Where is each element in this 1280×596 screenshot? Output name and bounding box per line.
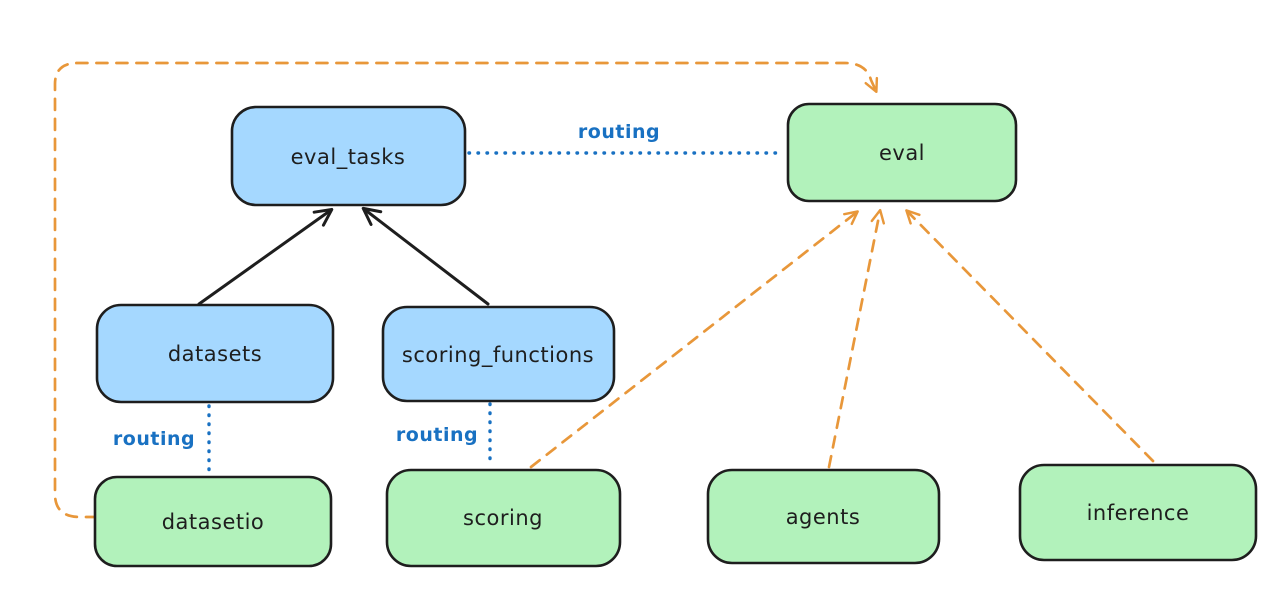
edge-datasetio-to-eval — [53, 61, 879, 519]
node-inference: inference — [1018, 463, 1258, 562]
node-datasets: datasets — [95, 303, 335, 404]
node-inference-box — [1018, 463, 1258, 562]
node-eval-tasks-box — [230, 105, 467, 207]
routing-label-scoring-functions-scoring: routing — [396, 424, 478, 446]
node-scoring-functions: scoring_functions — [381, 305, 616, 403]
node-scoring-box — [385, 468, 622, 568]
node-eval: eval — [786, 102, 1018, 203]
routing-label-eval-tasks-eval: routing — [578, 121, 660, 143]
node-eval-tasks: eval_tasks — [230, 105, 467, 207]
edge-scoring-functions-to-eval-tasks — [361, 206, 490, 306]
node-eval-tasks-label: eval_tasks — [291, 145, 406, 170]
node-eval-label: eval — [879, 141, 925, 165]
edge-datasets-to-eval-tasks — [197, 207, 334, 306]
edge-inference-to-eval — [905, 209, 1155, 463]
node-agents-label: agents — [786, 505, 861, 529]
edge-scoring-to-eval — [529, 210, 859, 469]
node-datasetio-label: datasetio — [162, 510, 265, 534]
node-datasets-label: datasets — [168, 342, 262, 366]
edge-agents-to-eval — [827, 208, 886, 469]
edges: routing routing routing — [53, 61, 1155, 519]
nodes: eval_tasks eval datasets scoring_functio… — [93, 102, 1258, 568]
node-scoring: scoring — [385, 468, 622, 568]
node-eval-box — [786, 102, 1018, 203]
node-datasetio: datasetio — [93, 475, 333, 568]
node-datasetio-box — [93, 475, 333, 568]
node-agents-box — [706, 468, 941, 565]
node-scoring-functions-label: scoring_functions — [402, 343, 594, 368]
node-inference-label: inference — [1087, 501, 1190, 525]
node-datasets-box — [95, 303, 335, 404]
node-scoring-functions-box — [381, 305, 616, 403]
node-scoring-label: scoring — [463, 506, 543, 530]
node-agents: agents — [706, 468, 941, 565]
routing-label-datasets-datasetio: routing — [113, 428, 195, 450]
